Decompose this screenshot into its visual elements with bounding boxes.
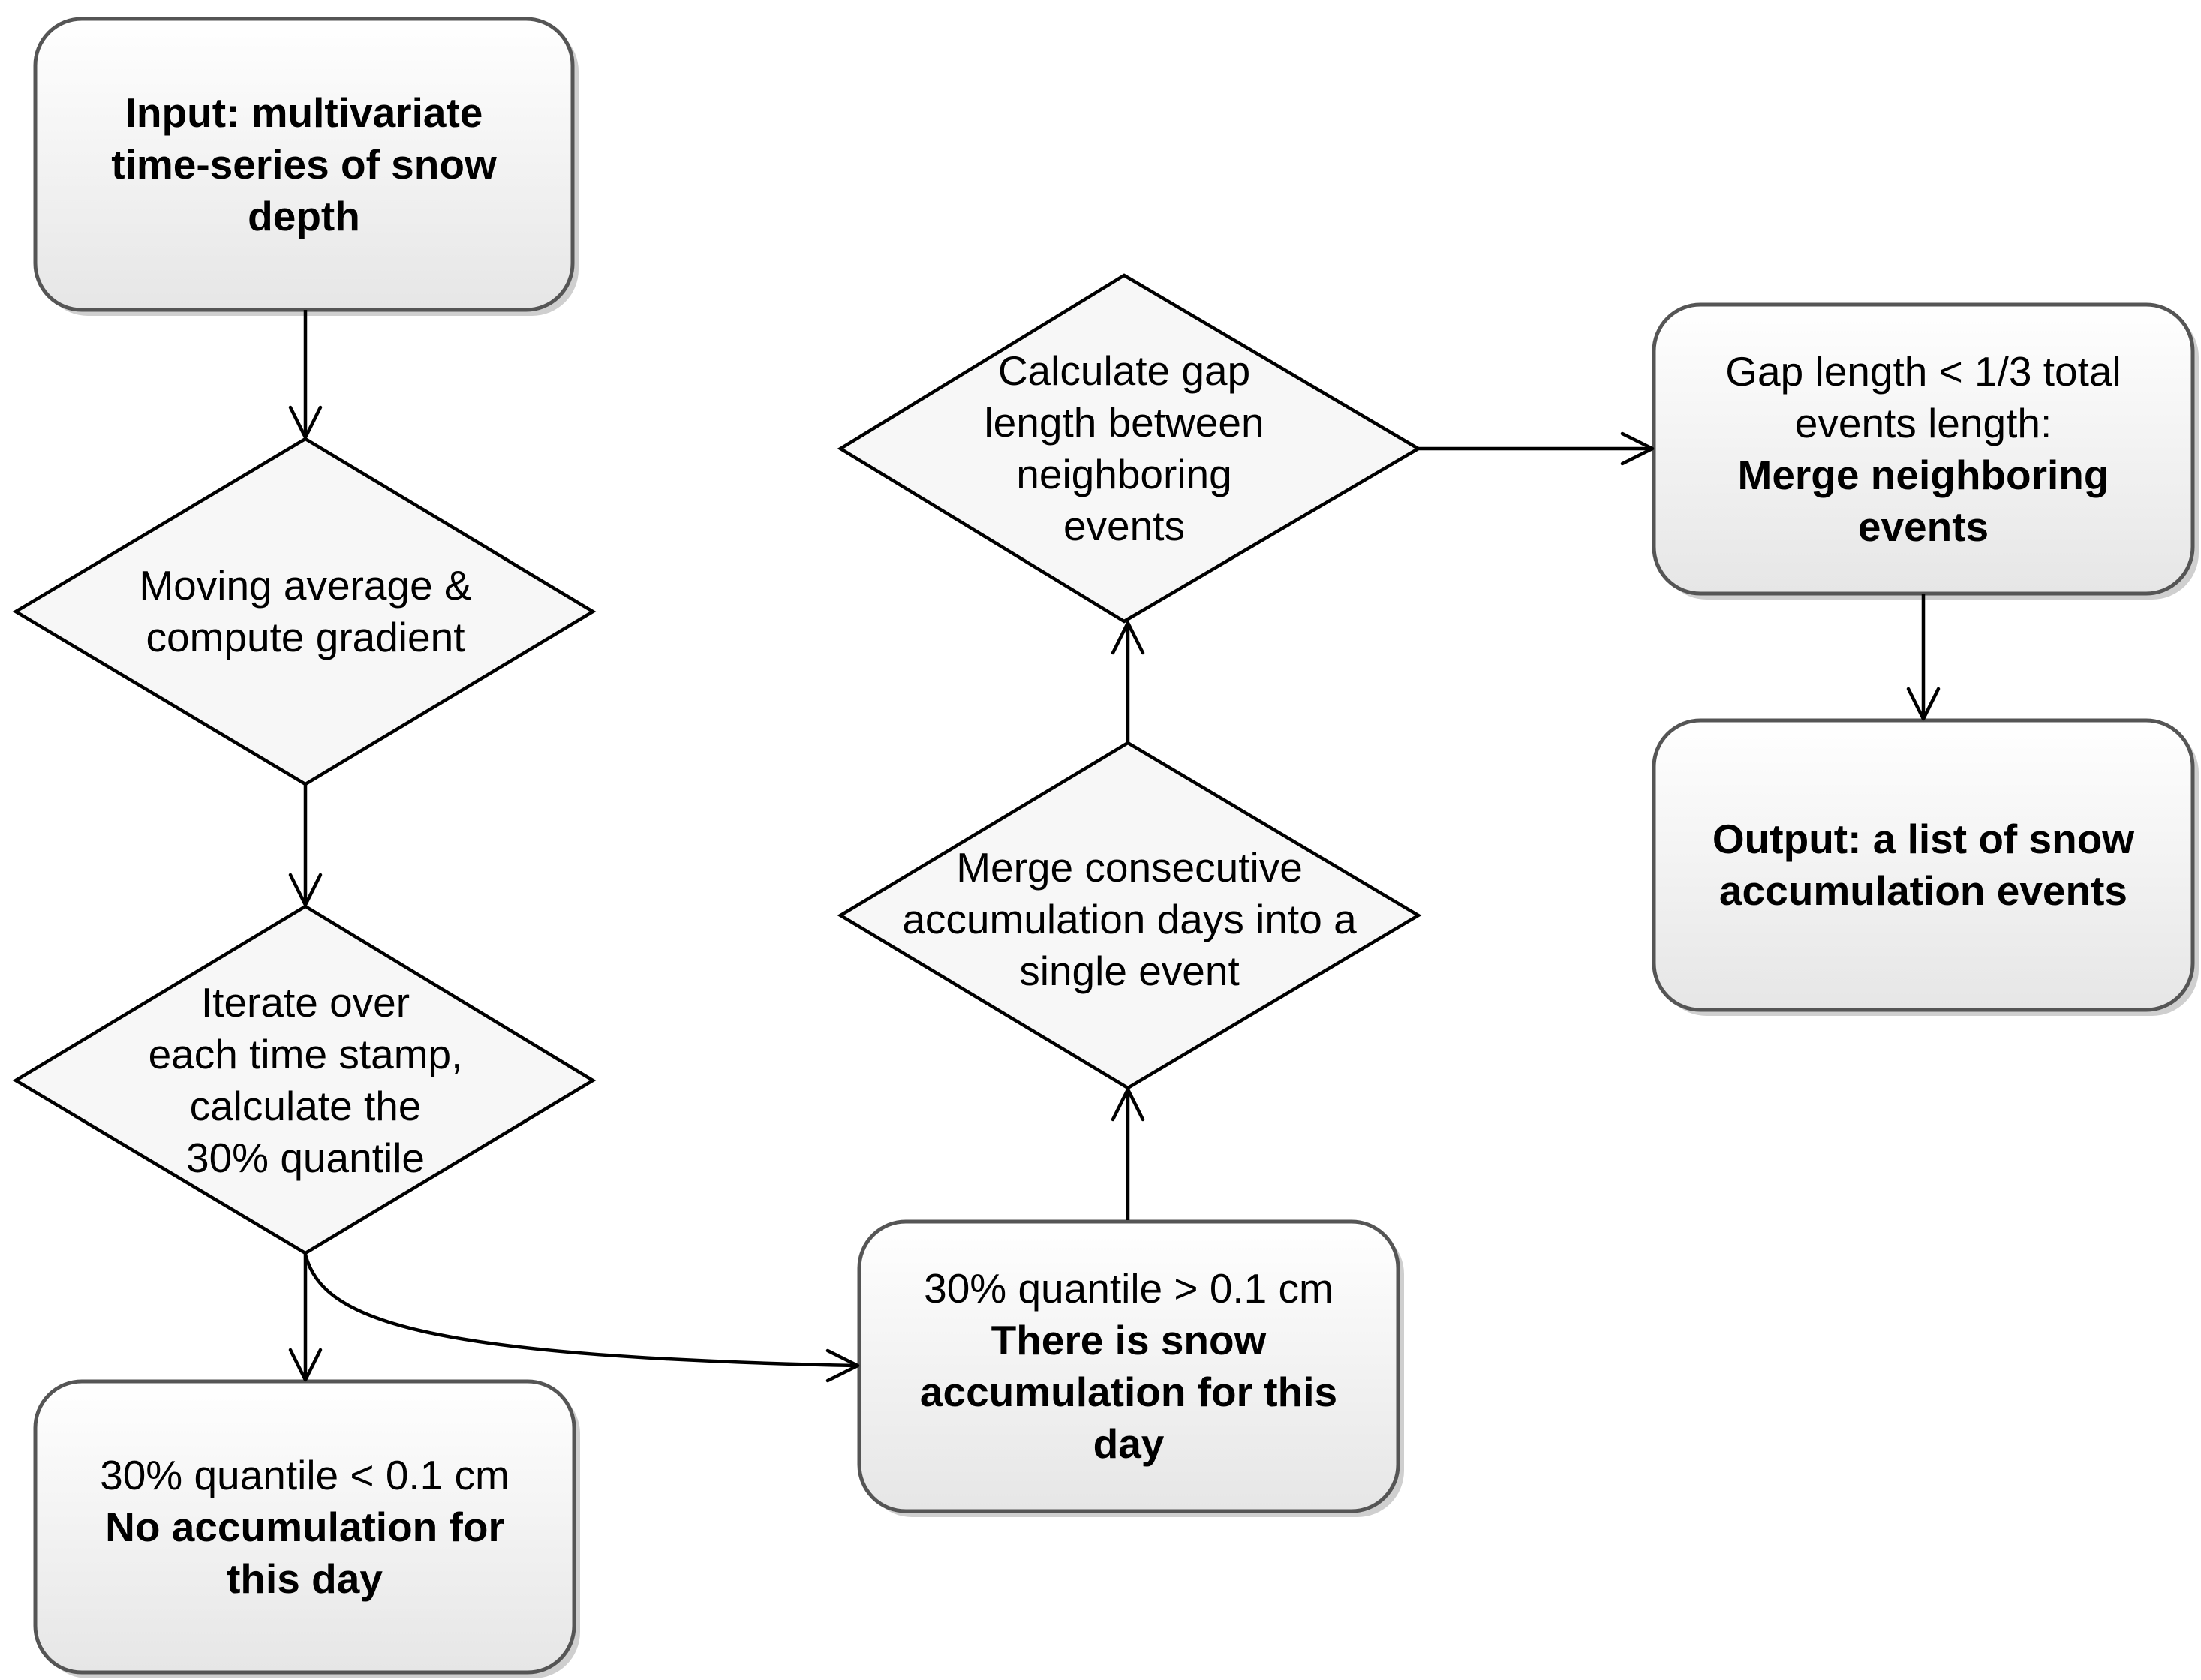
- merge-neighboring-line-4: events: [1857, 503, 1989, 550]
- no-accumulation-text: 30% quantile < 0.1 cm No accumulation fo…: [35, 1381, 574, 1672]
- input-line-1: Input: multivariate: [125, 87, 483, 139]
- merge-consecutive-line-3: single event: [1019, 947, 1240, 994]
- merge-neighboring-line-3: Merge neighboring: [1737, 451, 2109, 498]
- input-label: Input: [125, 89, 227, 136]
- accumulation-condition: 30% quantile > 0.1 cm: [924, 1265, 1334, 1312]
- merge-consecutive-text: Merge consecutive accumulation days into…: [840, 833, 1418, 1005]
- moving-average-line-1: Moving average &: [139, 562, 472, 609]
- iterate-line-1: Iterate over: [200, 979, 410, 1026]
- arrow-input-to-moving-average: [288, 310, 323, 440]
- iterate-line-2: each time stamp,: [148, 1031, 463, 1077]
- merge-neighboring-box: [1652, 302, 2199, 600]
- input-label-rest: : multivariate: [226, 89, 483, 136]
- merge-consecutive-line-1: Merge consecutive: [956, 843, 1303, 891]
- gap-length-line-4: events: [1063, 503, 1186, 549]
- output-line-1: Output: a list of snow: [1712, 816, 2135, 862]
- merge-neighboring-line-2: events length:: [1794, 399, 2052, 446]
- moving-average-text: Moving average & compute gradient: [83, 525, 528, 698]
- moving-average-line-2: compute gradient: [146, 614, 465, 660]
- arrow-moving-average-to-iterate: [288, 784, 323, 907]
- arrow-merge-consecutive-to-gap-length: [1111, 621, 1145, 743]
- accumulation-line-3: accumulation for this: [919, 1369, 1338, 1415]
- iterate-line-4: 30% quantile: [185, 1135, 425, 1181]
- gap-length-diamond: [837, 273, 1422, 624]
- arrow-iterate-to-accumulation: [303, 1254, 860, 1383]
- input-node-text: Input: multivariate time-series of snow …: [35, 19, 573, 310]
- arrow-gap-length-to-merge-neighboring: [1418, 431, 1655, 466]
- output-text: Output: a list of snow accumulation even…: [1654, 720, 2193, 1010]
- no-accumulation-condition: 30% quantile < 0.1 cm: [100, 1451, 510, 1498]
- input-line-2: time-series of snow: [111, 140, 497, 188]
- iterate-line-3: calculate the: [189, 1083, 422, 1129]
- accumulation-line-2: There is snow: [991, 1317, 1267, 1363]
- gap-length-line-1: Calculate gap: [997, 347, 1251, 394]
- accumulation-text: 30% quantile > 0.1 cm There is snow accu…: [859, 1222, 1398, 1511]
- arrow-merge-neighboring-to-output: [1906, 594, 1941, 721]
- output-line-2: accumulation events: [1718, 867, 2128, 914]
- accumulation-line-4: day: [1093, 1420, 1165, 1467]
- no-accumulation-box: [33, 1379, 580, 1678]
- input-line-3: depth: [248, 192, 360, 239]
- merge-consecutive-line-2: accumulation days into a: [902, 895, 1357, 942]
- arrow-accumulation-to-merge-consecutive: [1111, 1087, 1145, 1220]
- input-box: [33, 17, 579, 316]
- iterate-text: Iterate over each time stamp, calculate …: [83, 968, 528, 1193]
- no-accumulation-line-3: this day: [227, 1555, 383, 1602]
- gap-length-line-2: length between: [984, 399, 1264, 446]
- no-accumulation-line-2: No accumulation for: [105, 1503, 504, 1550]
- accumulation-box: [857, 1219, 1404, 1517]
- arrow-iterate-to-no-accumulation: [288, 1253, 323, 1382]
- gap-length-line-3: neighboring: [1016, 451, 1232, 497]
- merge-neighboring-text: Gap length < 1/3 total events length: Me…: [1654, 305, 2193, 594]
- gap-length-text: Calculate gap length between neighboring…: [901, 336, 1348, 561]
- merge-neighboring-line-1: Gap length < 1/3 total: [1725, 347, 2121, 395]
